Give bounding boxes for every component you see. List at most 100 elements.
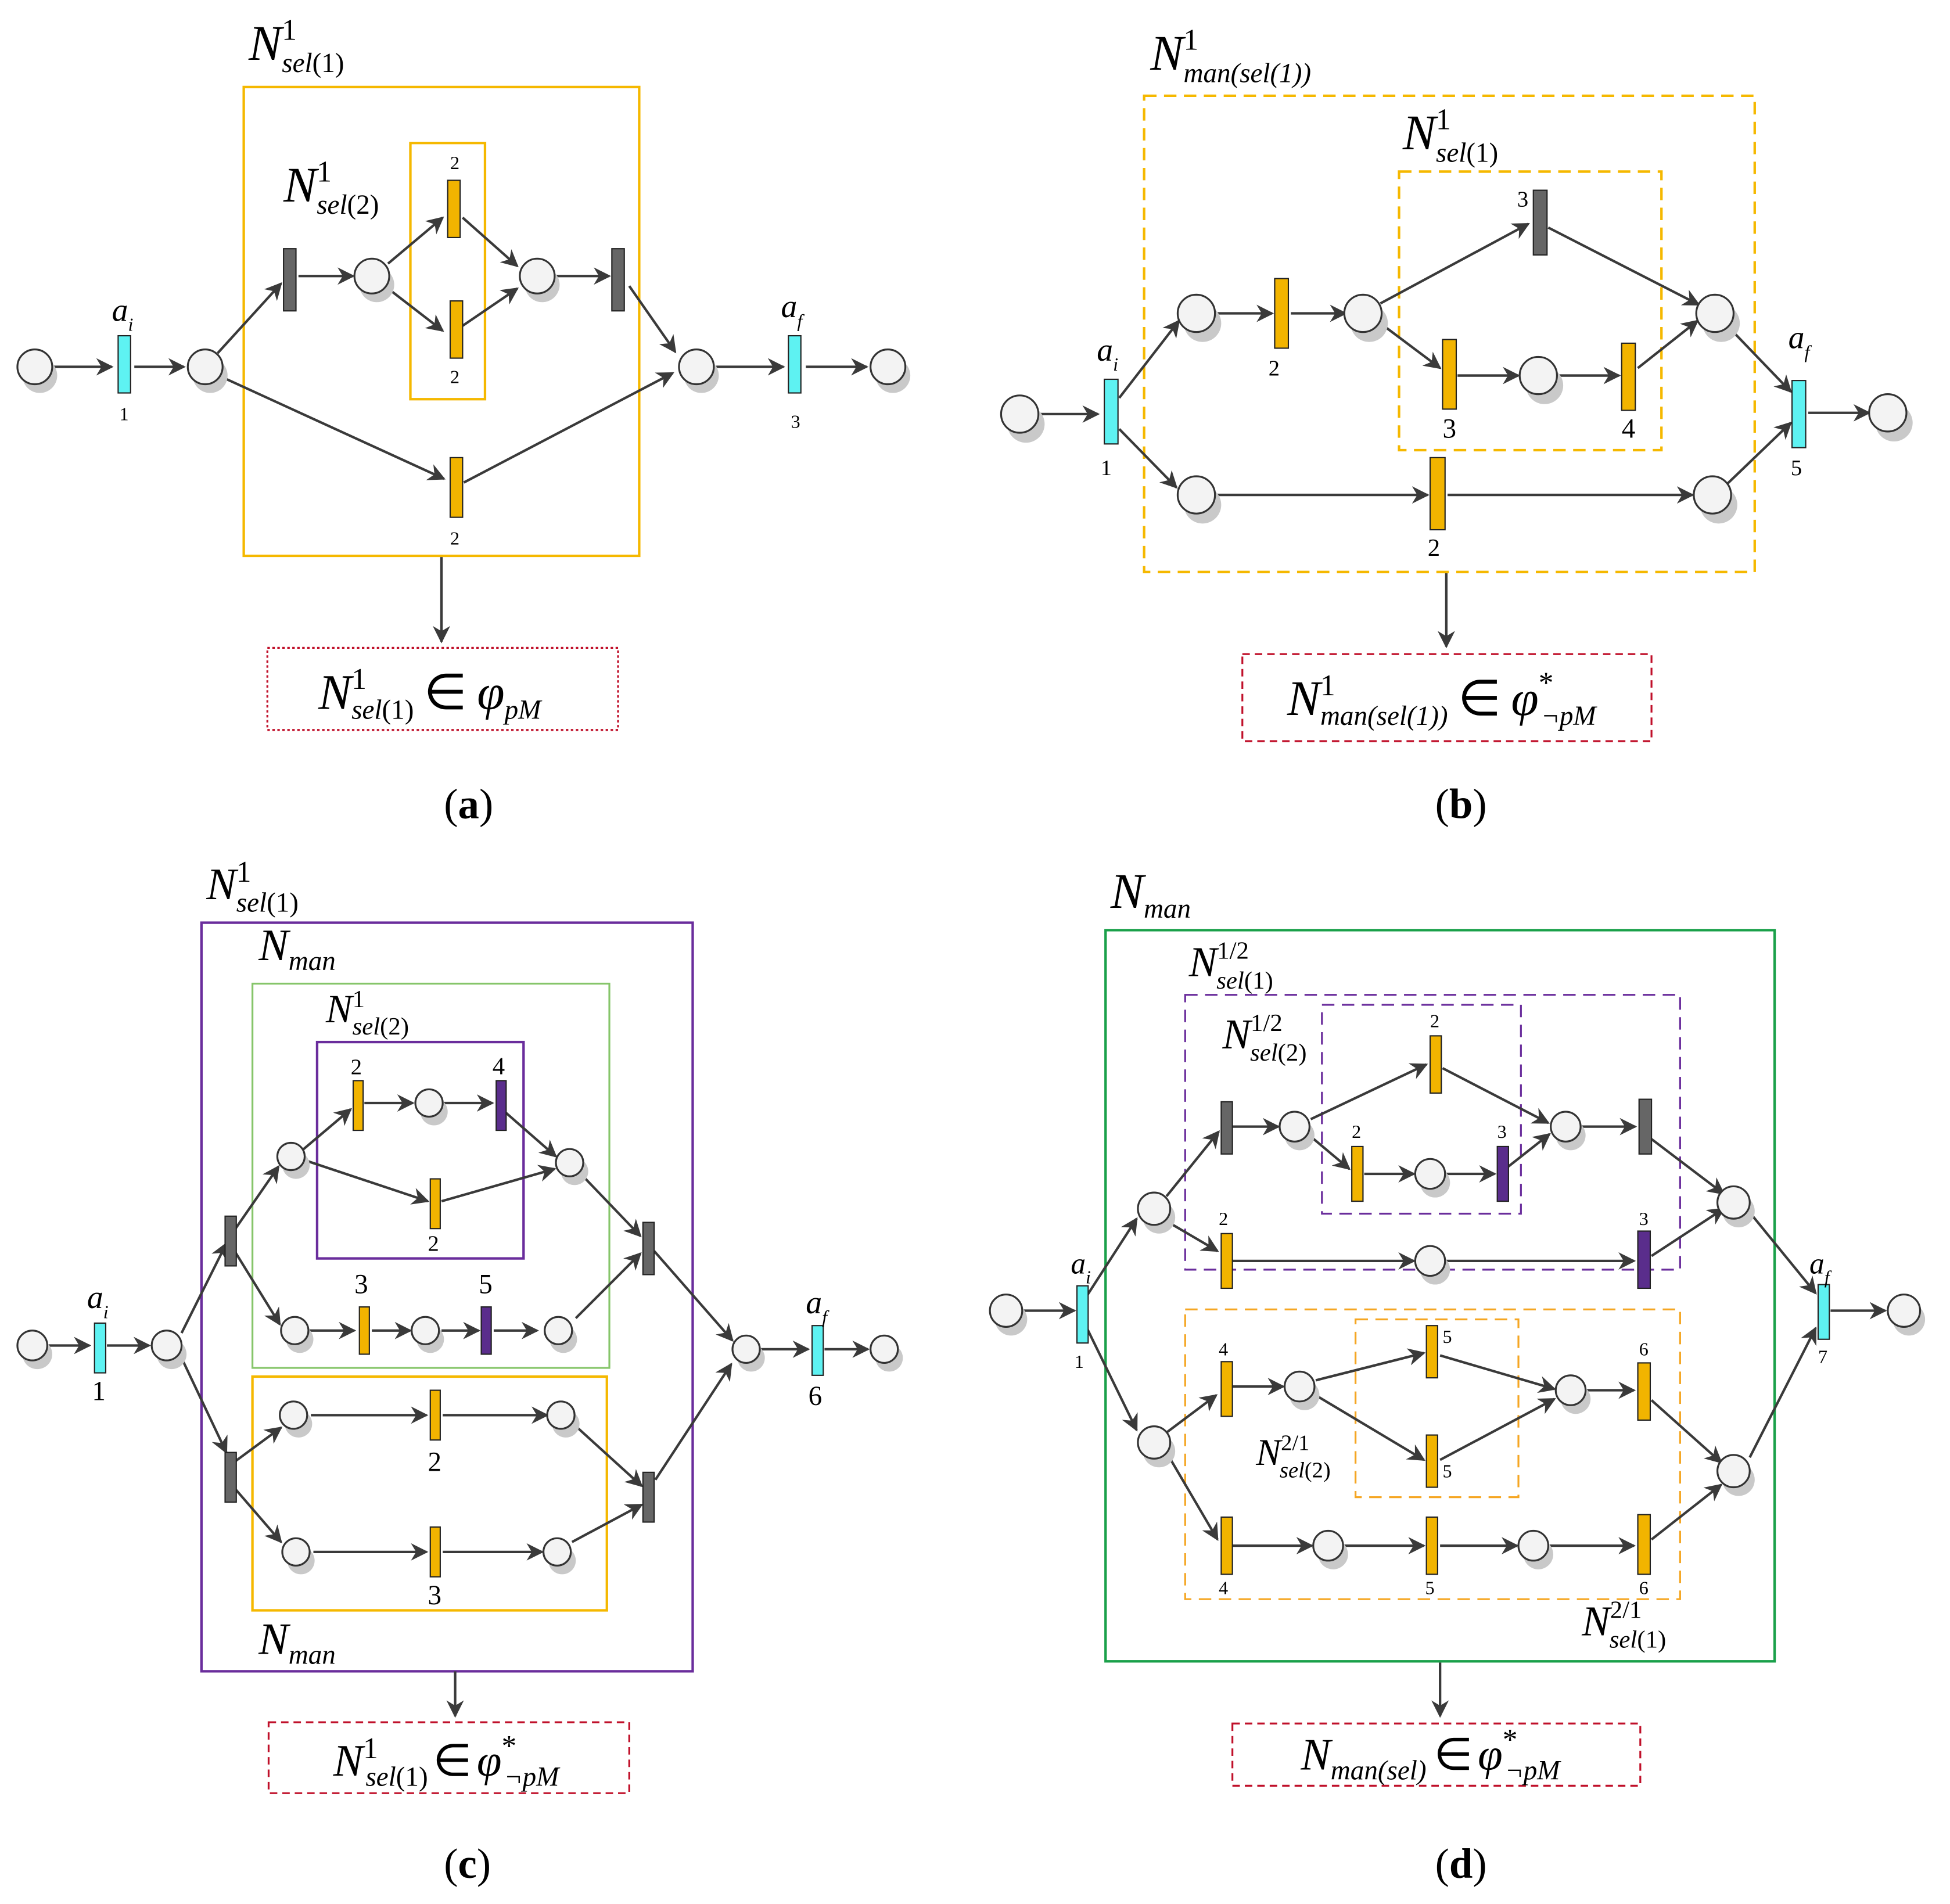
- caption-d: (d): [1435, 1840, 1487, 1887]
- place: [1868, 393, 1913, 442]
- transition-sel: [352, 1080, 364, 1131]
- transition-sel: [1425, 1325, 1438, 1379]
- place: [1716, 1454, 1755, 1496]
- transition-sel: [1442, 339, 1457, 410]
- place: [411, 1316, 444, 1353]
- place: [989, 1294, 1028, 1336]
- transition-sel: [1637, 1514, 1651, 1575]
- weight-label: 4: [1219, 1339, 1228, 1360]
- place: [186, 348, 228, 393]
- condition-box: [267, 1721, 630, 1794]
- weight-label: 2: [450, 152, 459, 173]
- transition-routing: [642, 1222, 655, 1276]
- label-ai: ai: [87, 1280, 109, 1322]
- transition-ai: [1104, 378, 1119, 445]
- transition-af: [1817, 1284, 1830, 1340]
- weight-label: 2: [428, 1232, 439, 1256]
- place: [870, 1334, 903, 1372]
- transition-sel: [447, 179, 461, 238]
- box-sel1: [1398, 170, 1663, 452]
- place: [1137, 1191, 1176, 1234]
- transition-conflict: [1637, 1230, 1651, 1289]
- transition-ai: [1076, 1285, 1089, 1344]
- weight-label: 1: [1075, 1351, 1084, 1372]
- weight-label: 5: [1425, 1578, 1434, 1598]
- label-af: af: [1809, 1247, 1832, 1287]
- place: [1279, 1111, 1315, 1151]
- place: [280, 1316, 314, 1353]
- transition-routing: [611, 248, 625, 312]
- transition-sel: [449, 300, 464, 359]
- weight-label: 3: [1639, 1208, 1649, 1229]
- transition-sel: [429, 1178, 441, 1230]
- weight-label: 2: [428, 1447, 441, 1478]
- box-man-top: [251, 982, 611, 1369]
- box-sel1: [242, 85, 641, 558]
- place: [1414, 1158, 1450, 1198]
- transition-sel: [1220, 1361, 1233, 1417]
- weight-label: 6: [1639, 1339, 1649, 1360]
- label-af: af: [1789, 319, 1812, 362]
- weight-label: 4: [1622, 414, 1636, 444]
- place: [1137, 1425, 1176, 1468]
- transition-sel: [1351, 1145, 1364, 1202]
- condition-box: [1241, 653, 1653, 742]
- transition-ai: [117, 335, 131, 394]
- transition-sel: [1425, 1434, 1438, 1488]
- weight-label: 6: [1639, 1578, 1649, 1598]
- weight-label: 2: [1430, 1010, 1439, 1031]
- weight-label: 3: [428, 1580, 441, 1611]
- transition-af: [1791, 380, 1807, 448]
- weight-label: 2: [1352, 1121, 1361, 1142]
- weight-label: 5: [479, 1270, 493, 1300]
- weight-label: 6: [809, 1381, 823, 1411]
- weight-label: 3: [1497, 1121, 1507, 1142]
- place: [546, 1400, 580, 1438]
- label-ai: ai: [1097, 332, 1118, 375]
- weight-label: 3: [791, 411, 800, 432]
- place: [276, 1141, 310, 1179]
- place: [279, 1400, 313, 1438]
- place: [542, 1537, 576, 1575]
- weight-label: 1: [1101, 456, 1112, 480]
- place: [1312, 1529, 1348, 1569]
- transition-af: [788, 335, 802, 394]
- weight-label: 5: [1442, 1460, 1452, 1481]
- transition-routing: [283, 248, 297, 312]
- transition-conflict: [480, 1306, 492, 1355]
- transition-af: [811, 1325, 824, 1376]
- transition-sel: [1274, 278, 1290, 349]
- transition-conflict: [495, 1080, 507, 1131]
- label-ai: ai: [1071, 1247, 1091, 1287]
- box-man-bottom: [251, 1375, 608, 1612]
- place: [353, 257, 394, 303]
- condition-box: [266, 646, 619, 731]
- place: [150, 1330, 187, 1370]
- weight-label: 3: [1517, 187, 1528, 211]
- place: [1283, 1370, 1320, 1410]
- transition-sel: [449, 457, 464, 518]
- condition-box: [1231, 1722, 1642, 1787]
- transition-sel: [429, 1389, 441, 1441]
- transition-routing: [224, 1215, 237, 1267]
- transition-sel: [1220, 1233, 1233, 1289]
- place: [1716, 1185, 1755, 1228]
- transition-routing: [642, 1471, 655, 1523]
- place: [544, 1316, 577, 1353]
- place: [1343, 293, 1388, 342]
- place: [555, 1148, 588, 1185]
- box-sel2-21: [1354, 1318, 1520, 1499]
- label-man: Nman: [1110, 864, 1191, 924]
